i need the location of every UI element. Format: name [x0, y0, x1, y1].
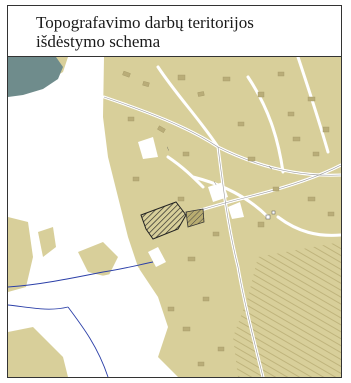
streams: [8, 261, 154, 377]
title-line-2: išdėstymo schema: [36, 32, 161, 51]
land-area-bottom-left: [8, 327, 68, 377]
map-area[interactable]: — — —: [8, 57, 341, 377]
map-canvas: — — —: [8, 57, 341, 377]
lake: [8, 57, 63, 97]
title-box: Topografavimo darbų teritorijos išdėstym…: [8, 6, 341, 57]
survey-site: [140, 201, 205, 240]
striped-area: [233, 242, 341, 377]
road-label-1: —: [164, 146, 170, 152]
map-frame: Topografavimo darbų teritorijos išdėstym…: [7, 5, 342, 378]
road-label-2: —: [211, 181, 218, 188]
buildings: [122, 70, 335, 367]
road-label-3: —: [267, 165, 274, 172]
map-title: Topografavimo darbų teritorijos išdėstym…: [36, 13, 326, 51]
title-line-1: Topografavimo darbų teritorijos: [36, 13, 254, 32]
